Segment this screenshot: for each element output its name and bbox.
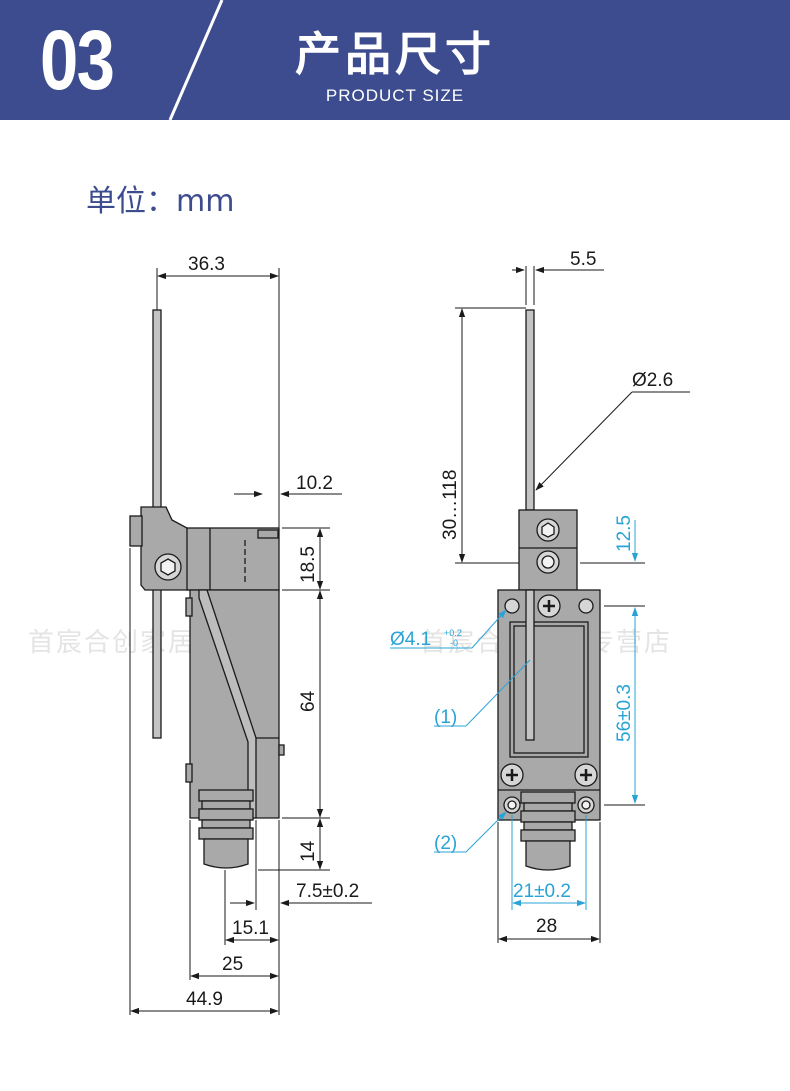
dim-front-hole-tol-plus: +0.2: [444, 628, 462, 638]
dim-front-body-width: 28: [536, 916, 557, 937]
dim-front-rod-diameter: Ø2.6: [632, 370, 673, 391]
front-dimensions: [455, 266, 690, 806]
dim-front-rod-width: 5.5: [570, 249, 596, 270]
unit-label: 单位：mm: [86, 184, 235, 219]
dim-side-head-height: 18.5: [298, 546, 319, 583]
dim-front-rod-length: 30…118: [440, 470, 461, 540]
dim-side-body-height: 64: [298, 690, 319, 712]
dim-side-boot-offset: 7.5±0.2: [296, 881, 359, 902]
dim-side-overall-width: 44.9: [186, 989, 223, 1010]
side-dimension-labels: 36.3 10.2 18.5 64 14 7.5±0.2 15.1 25 44.…: [186, 254, 359, 1010]
side-dimensions: [129, 268, 372, 1015]
dim-side-top-width: 36.3: [188, 254, 225, 275]
front-width-dim: [497, 822, 601, 943]
dim-side-offset: 10.2: [296, 473, 333, 494]
front-dimension-labels: 5.5 Ø2.6 30…118 28: [440, 249, 673, 937]
side-boot: [198, 789, 254, 802]
dim-side-boot-height: 14: [298, 840, 319, 862]
dim-side-body-width: 25: [222, 954, 243, 975]
front-view: [497, 309, 601, 871]
dim-front-label-2: (2): [434, 833, 457, 854]
dim-front-label-1: (1): [434, 707, 457, 728]
front-rod: [525, 309, 535, 511]
dim-front-head-offset: 12.5: [614, 515, 635, 552]
header-banner: 03 产品尺寸 PRODUCT SIZE: [0, 0, 790, 120]
dim-front-hole-diameter: Ø4.1: [390, 629, 431, 650]
header-decoration: [0, 0, 224, 120]
front-dimension-labels-cyan: 12.5 Ø4.1 +0.2 -0 (1) (2) 56±0.3 21±0.2: [390, 515, 635, 902]
dim-front-hole-tol-minus: -0: [450, 638, 458, 648]
section-number: 03: [40, 13, 115, 107]
dim-front-mount-spacing: 21±0.2: [513, 881, 571, 902]
front-dimensions-cyan: [390, 520, 639, 910]
section-title: 产品尺寸: [295, 27, 495, 81]
side-view: [129, 309, 285, 869]
front-boot: [520, 791, 576, 804]
dim-front-mount-height: 56±0.3: [614, 684, 635, 742]
dim-side-plunger-width: 15.1: [232, 918, 269, 939]
section-subtitle: PRODUCT SIZE: [325, 86, 465, 105]
